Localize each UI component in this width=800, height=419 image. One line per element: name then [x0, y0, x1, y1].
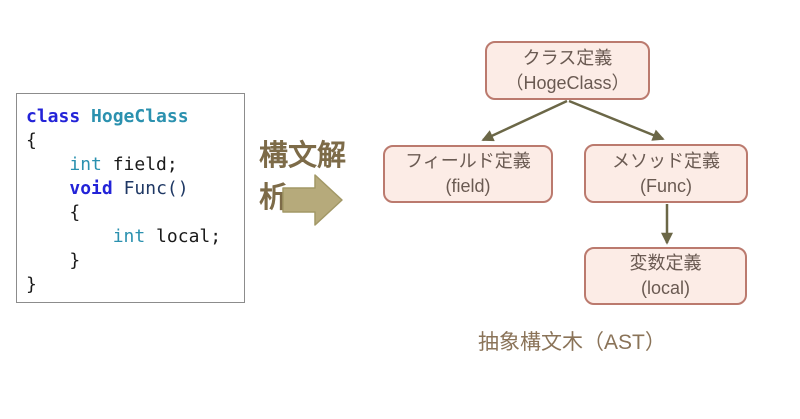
ast-node-label: 変数定義	[629, 253, 702, 273]
code-space	[113, 178, 124, 199]
code-indent	[26, 226, 113, 247]
code-text: {	[26, 130, 37, 151]
code-line: {	[26, 129, 244, 153]
source-code-panel: class HogeClass { int field; void Func()…	[16, 93, 245, 303]
code-text: }	[26, 250, 81, 271]
ast-node-sublabel: (local)	[640, 278, 690, 298]
code-indent	[26, 154, 69, 175]
code-line: int field;	[26, 153, 244, 177]
ast-node-label: メソッド定義	[612, 150, 720, 171]
code-text: local;	[145, 226, 222, 247]
ast-node-sublabel: (Func)	[639, 175, 692, 196]
ast-caption: 抽象構文木（AST）	[478, 331, 666, 354]
code-space	[80, 106, 91, 127]
type-hogeclass: HogeClass	[91, 106, 189, 127]
type-int: int	[69, 154, 102, 175]
right-block-arrow-icon	[282, 172, 344, 233]
type-int: int	[112, 226, 146, 247]
code-line: class HogeClass	[26, 105, 244, 129]
method-func: Func()	[123, 178, 189, 199]
keyword-void: void	[69, 178, 113, 199]
ast-node-label: クラス定義	[522, 47, 613, 68]
ast-node-field-definition: フィールド定義 (field)	[383, 145, 553, 203]
code-indent	[26, 178, 69, 199]
ast-node-label: フィールド定義	[405, 151, 531, 171]
ast-node-class-definition: クラス定義 （HogeClass）	[485, 41, 650, 100]
code-line: }	[26, 273, 244, 297]
ast-node-method-definition: メソッド定義 (Func)	[584, 144, 748, 203]
ast-node-sublabel: （HogeClass）	[505, 72, 630, 93]
ast-node-sublabel: (field)	[445, 176, 491, 196]
code-text: field;	[101, 154, 178, 175]
code-text: }	[26, 274, 37, 295]
code-line: {	[26, 201, 244, 225]
ast-node-variable-definition: 変数定義 (local)	[584, 247, 747, 305]
code-line: int local;	[26, 225, 244, 249]
code-line: }	[26, 249, 244, 273]
code-text: {	[26, 202, 81, 223]
code-line: void Func()	[26, 177, 244, 201]
keyword-class: class	[26, 106, 81, 127]
